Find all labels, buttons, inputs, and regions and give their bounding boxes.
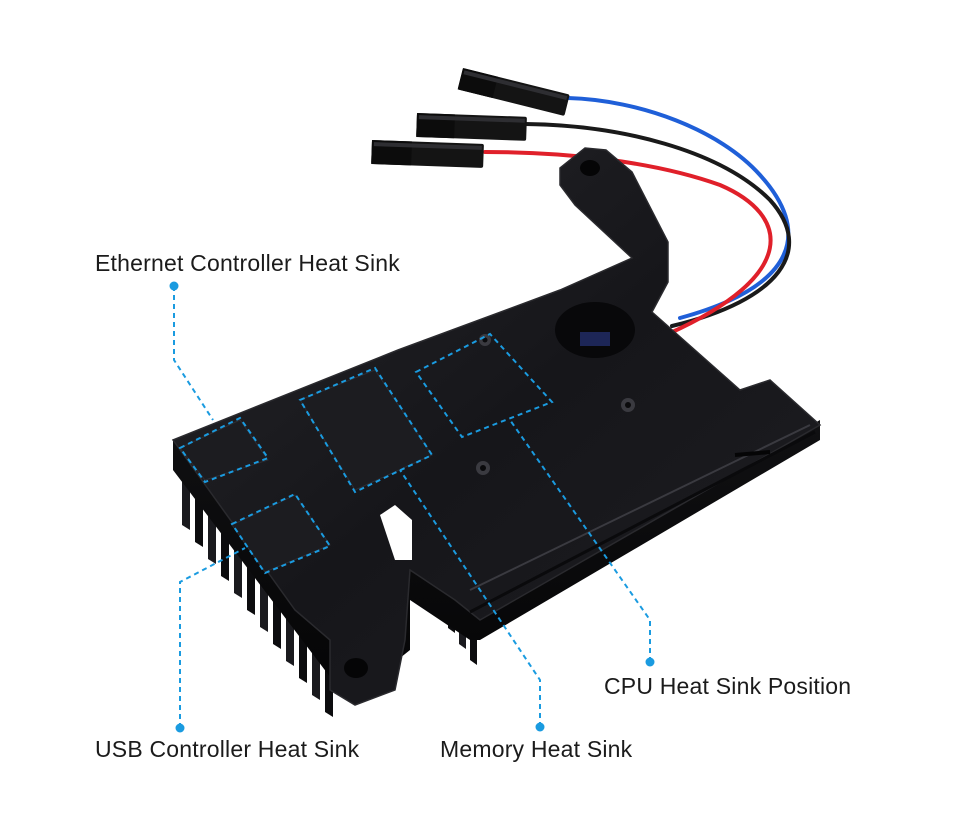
- wire-blue: [566, 96, 791, 320]
- screw-icon: [580, 160, 600, 176]
- heatsink-body: [171, 147, 822, 706]
- dot-usb: [175, 723, 185, 733]
- wire-black: [523, 122, 791, 328]
- dot-cpu: [645, 657, 655, 667]
- outline-usb: [230, 492, 332, 575]
- callout-dots: [169, 281, 655, 733]
- label-cpu-heat-sink: CPU Heat Sink Position: [604, 673, 852, 699]
- leader-usb: [179, 547, 246, 728]
- label-memory-heat-sink: Memory Heat Sink: [440, 736, 633, 762]
- outline-cpu: [414, 332, 554, 439]
- label-ethernet-heat-sink: Ethernet Controller Heat Sink: [95, 250, 400, 276]
- dot-ethernet: [169, 281, 179, 291]
- fan-wires: [483, 96, 791, 336]
- leader-cpu: [509, 419, 651, 662]
- outline-memory: [298, 366, 434, 494]
- dupont-connector-icon: [371, 68, 570, 168]
- screw-icon: [344, 658, 368, 678]
- wire-red: [483, 150, 773, 336]
- callout-overlays: [173, 286, 651, 728]
- leader-ethernet: [173, 286, 214, 421]
- dot-memory: [535, 722, 545, 732]
- leader-memory: [399, 469, 541, 727]
- fan-opening-icon: [555, 302, 635, 358]
- label-usb-heat-sink: USB Controller Heat Sink: [95, 736, 360, 762]
